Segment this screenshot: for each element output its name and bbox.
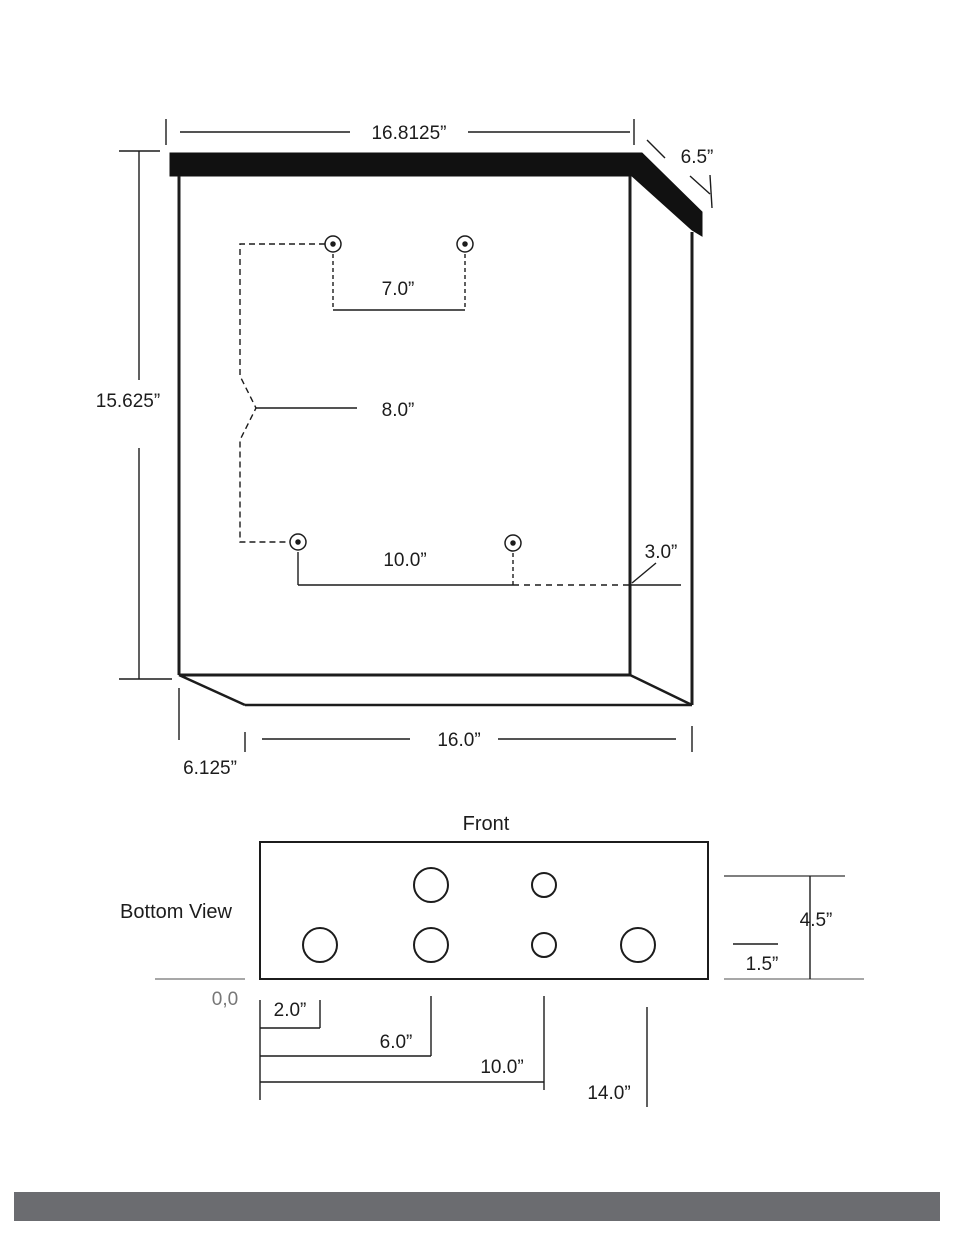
origin-label: 0,0 <box>212 989 238 1010</box>
mounting-hole-bottom-left <box>290 534 306 550</box>
box-side-bottom-edge <box>630 675 692 705</box>
offset-14-label: 14.0” <box>587 1083 630 1104</box>
dimension-drawing: 16.8125” 6.5” 15.625” 7.0” 8.0” 10.0” 3.… <box>0 0 954 1190</box>
offset-10-label: 10.0” <box>480 1057 523 1078</box>
top-depth-label: 6.5” <box>681 147 714 168</box>
bottom-holes-spacing-label: 10.0” <box>383 550 426 571</box>
footer-bar <box>14 1192 940 1221</box>
front-dimension-lines <box>119 119 712 752</box>
front-label: Front <box>463 813 510 835</box>
knockout-top-6 <box>414 868 448 902</box>
bottom-view-outline <box>260 842 708 979</box>
side-offset-label: 3.0” <box>645 542 678 563</box>
bottom-view-labels: Front Bottom View 0,0 4.5” 1.5” 2.0” 6.0… <box>120 813 832 1104</box>
box-lid <box>170 153 702 236</box>
bottom-depth-label: 6.125” <box>183 758 237 779</box>
knockout-bottom-2 <box>303 928 337 962</box>
vertical-holes-spacing-label: 8.0” <box>382 400 415 421</box>
offset-2-label: 2.0” <box>274 1000 307 1021</box>
top-holes-spacing-label: 7.0” <box>382 279 415 300</box>
knockout-top-10 <box>532 873 556 897</box>
knockout-bottom-14 <box>621 928 655 962</box>
row-offset-label: 1.5” <box>746 954 779 975</box>
bottom-view-title: Bottom View <box>120 901 232 923</box>
depth-label: 4.5” <box>800 910 833 931</box>
height-label: 15.625” <box>96 391 160 412</box>
offset-6-label: 6.0” <box>380 1032 413 1053</box>
top-width-label: 16.8125” <box>371 123 446 144</box>
box-front-view <box>170 153 702 705</box>
knockout-bottom-6 <box>414 928 448 962</box>
mounting-hole-bottom-right <box>505 535 521 551</box>
bottom-view <box>260 842 708 979</box>
knockout-bottom-10 <box>532 933 556 957</box>
mounting-hole-top-right <box>457 236 473 252</box>
bottom-width-label: 16.0” <box>437 730 480 751</box>
mounting-hole-top-left <box>325 236 341 252</box>
box-bottom-left-edge <box>179 675 245 705</box>
